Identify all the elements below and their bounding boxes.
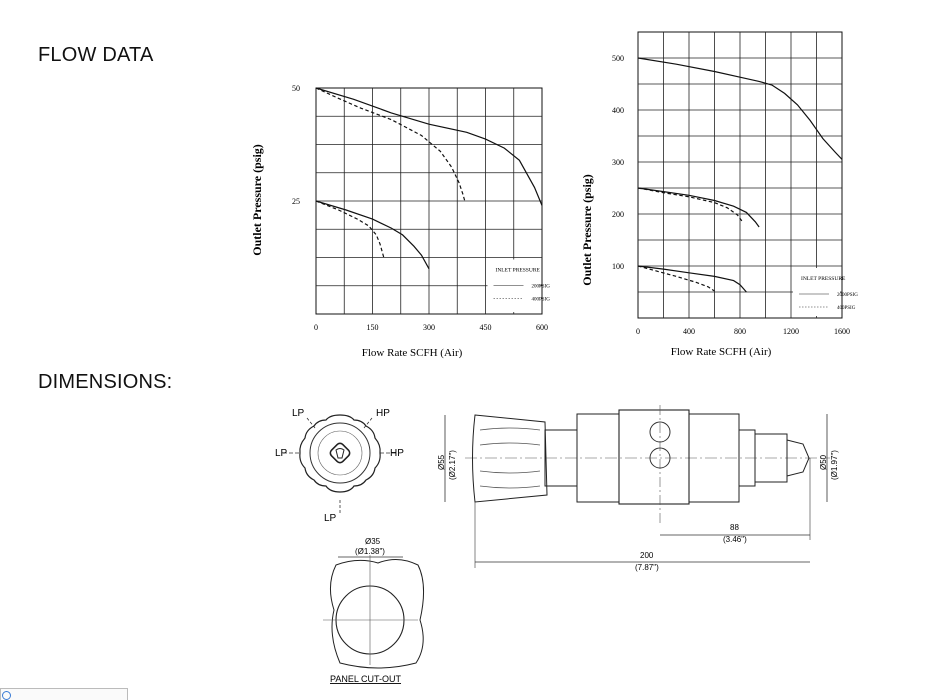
regulator-side-view: Ø55 (Ø2.17") Ø50 (Ø1.97") 88 (3.46") 200… [437,405,839,572]
knob-outline [299,414,381,493]
x-tick-label: 400 [683,327,695,336]
x-tick-label: 1200 [783,327,799,336]
x-tick-label: 150 [367,323,379,332]
x-tick-label: 0 [314,323,318,332]
y-tick-label: 500 [612,54,624,63]
cutout-diameter-in: (Ø1.38") [355,547,385,556]
outlet-nut [786,439,810,477]
x-tick-label: 800 [734,327,746,336]
series-line-2 [315,200,430,270]
dim-length-short-in: (3.46") [723,535,747,544]
series-line-3 [315,200,385,258]
legend-label: 200PSIG [532,285,551,290]
x-tick-label: 0 [636,327,640,336]
dim-height-left: Ø55 [437,454,446,470]
bottom-toolbar-stub[interactable] [0,688,128,700]
dim-height-right: Ø50 [819,454,828,470]
knob-label-left: LP [275,448,288,459]
chart2-xlabel: Flow Rate SCFH (Air) [671,346,772,358]
dim-height-left-in: (Ø2.17") [448,450,457,480]
knob-drawing: LP HP LP HP LP [275,408,404,524]
y-tick-label: 400 [612,106,624,115]
series-line-0 [315,87,543,206]
knob-body [472,414,548,503]
x-tick-label: 600 [536,323,548,332]
y-tick-label: 25 [292,197,300,206]
y-tick-label: 200 [612,210,624,219]
legend-label: 400PSIG [532,298,551,303]
panel-cutout-drawing: Ø35 (Ø1.38") PANEL CUT-OUT [323,537,424,684]
legend-title: INLET PRESSURE [496,268,541,274]
legend-label: 400PSIG [837,306,856,311]
flow-data-heading: FLOW DATA [38,44,154,66]
dim-height-right-in: (Ø1.97") [830,450,839,480]
x-tick-label: 300 [423,323,435,332]
chart1-xlabel: Flow Rate SCFH (Air) [362,347,463,359]
y-tick-label: 300 [612,158,624,167]
y-tick-label: 50 [292,84,300,93]
chart2-ylabel: Outlet Pressure (psig) [580,174,594,286]
dimensions-heading: DIMENSIONS: [38,371,173,393]
legend-label: 2000PSIG [837,293,858,298]
series-line-0 [637,57,843,160]
chart1-ylabel: Outlet Pressure (psig) [250,144,264,256]
y-tick-label: 100 [612,262,624,271]
legend-title: INLET PRESSURE [801,276,846,282]
series-line-1 [315,87,466,202]
panel-cutout-caption: PANEL CUT-OUT [330,674,402,684]
series-line-1 [637,187,760,228]
dim-length-short: 88 [730,523,739,532]
knob-label-top-right: HP [376,408,390,419]
knob-label-bottom: LP [324,513,337,524]
panel-outline [330,559,424,669]
series-line-2 [637,187,743,223]
dim-length-total: 200 [640,551,654,560]
cutout-diameter: Ø35 [365,537,381,546]
knob-label-right: HP [390,448,404,459]
x-tick-label: 1600 [834,327,850,336]
dim-length-total-in: (7.87") [635,563,659,572]
series-line-3 [637,265,747,293]
x-tick-label: 450 [480,323,492,332]
series-line-4 [637,265,715,292]
knob-label-top-left: LP [292,408,305,419]
legend-box [793,268,840,316]
